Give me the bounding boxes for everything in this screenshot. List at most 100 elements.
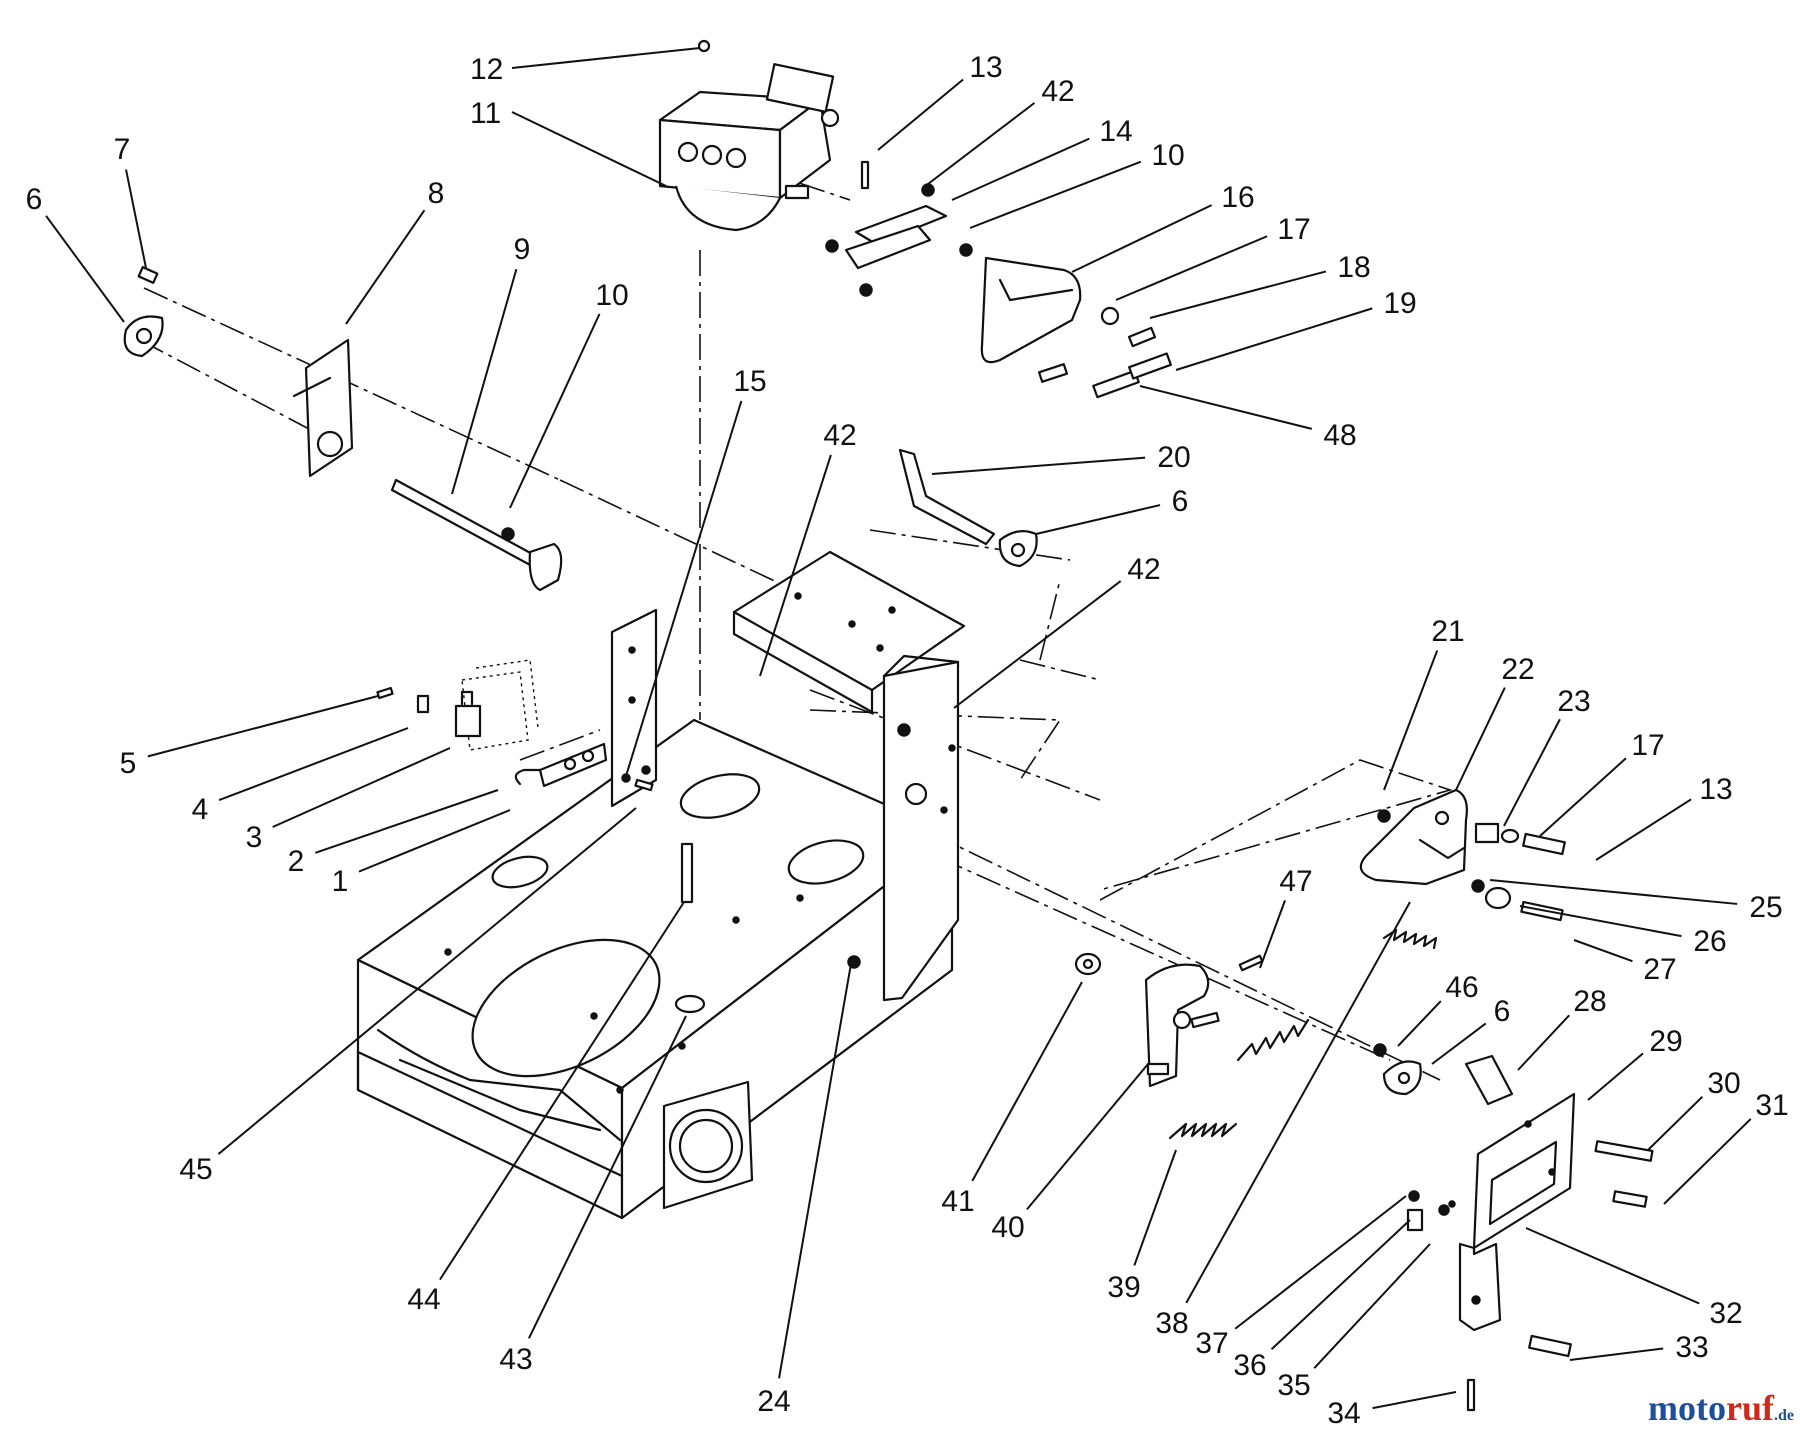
callout-c16: 16: [1071, 181, 1255, 273]
callout-label-c36: 36: [1233, 1349, 1266, 1382]
callout-c22: 22: [1455, 653, 1535, 791]
callout-c24: 24: [757, 957, 853, 1418]
callout-label-c10b: 10: [595, 279, 628, 312]
leader-line-c14: [951, 137, 1090, 201]
link-bracket-assembly: [825, 160, 1172, 399]
callout-label-c37: 37: [1195, 1327, 1228, 1360]
leader-line-c47: [1259, 900, 1286, 969]
leader-line-c44: [439, 901, 685, 1281]
leader-line-c12: [511, 47, 701, 69]
callout-c10b: 10: [509, 279, 629, 509]
leader-line-c29: [1587, 1052, 1644, 1101]
leader-line-c6b: [1035, 504, 1161, 535]
leader-line-c38: [1185, 901, 1411, 1304]
callout-label-c42b: 42: [823, 419, 856, 452]
callout-c10a: 10: [969, 139, 1185, 229]
leader-line-c43: [528, 1015, 687, 1339]
callout-c48: 48: [1139, 385, 1357, 452]
callout-label-c19: 19: [1383, 287, 1416, 320]
leader-line-c13a: [877, 78, 964, 151]
callout-c36: 36: [1233, 1219, 1411, 1382]
callout-label-c17b: 17: [1631, 729, 1664, 762]
callout-label-c30: 30: [1707, 1067, 1740, 1100]
main-frame: [356, 550, 966, 1220]
leader-line-c17a: [1115, 235, 1268, 301]
callout-c3: 3: [246, 747, 451, 854]
callout-label-c32: 32: [1709, 1297, 1742, 1330]
callout-c27: 27: [1573, 939, 1677, 986]
leader-line-c8: [345, 209, 426, 325]
right-lever-assembly: [1359, 788, 1566, 950]
callout-label-c21: 21: [1431, 615, 1464, 648]
leader-line-c46: [1397, 1000, 1442, 1047]
leader-line-c10a: [969, 160, 1142, 229]
callout-c13a: 13: [877, 51, 1003, 151]
callout-label-c43: 43: [499, 1343, 532, 1376]
callout-label-c47: 47: [1279, 865, 1312, 898]
callout-c1: 1: [332, 809, 511, 898]
callout-label-c5: 5: [120, 747, 137, 780]
callout-label-c9: 9: [514, 233, 531, 266]
callout-label-c4: 4: [192, 793, 209, 826]
callout-c39: 39: [1107, 1149, 1177, 1304]
callout-c9: 9: [451, 233, 531, 495]
leader-line-c48: [1139, 385, 1313, 430]
callout-c47: 47: [1259, 865, 1313, 969]
leader-line-c24: [778, 957, 853, 1379]
callout-label-c13b: 13: [1699, 773, 1732, 806]
leader-line-c37: [1234, 1195, 1407, 1330]
leader-line-c35: [1313, 1243, 1431, 1369]
callout-label-c45: 45: [179, 1153, 212, 1186]
callout-label-c22: 22: [1501, 653, 1534, 686]
watermark-logo: motoruf.de: [1648, 1387, 1794, 1429]
callout-label-c18: 18: [1337, 251, 1370, 284]
leader-line-c30: [1647, 1095, 1704, 1151]
callout-c6b: 6: [1035, 485, 1188, 535]
callout-label-c27: 27: [1643, 953, 1676, 986]
callout-label-c44: 44: [407, 1283, 440, 1316]
callout-label-c8: 8: [428, 177, 445, 210]
callout-label-c46: 46: [1445, 971, 1478, 1004]
callout-label-c7: 7: [114, 133, 131, 166]
callout-c37: 37: [1195, 1195, 1407, 1360]
leader-line-c10b: [509, 313, 601, 509]
callout-c6a: 6: [26, 183, 125, 323]
callout-c44: 44: [407, 901, 685, 1316]
callout-label-c24: 24: [757, 1385, 790, 1418]
callout-c42c: 42: [953, 553, 1161, 709]
callout-label-c42c: 42: [1127, 553, 1160, 586]
callout-label-c26: 26: [1693, 925, 1726, 958]
callout-c8: 8: [345, 177, 445, 325]
callout-c42a: 42: [927, 75, 1075, 185]
callout-c7: 7: [114, 133, 147, 269]
callout-c30: 30: [1647, 1067, 1741, 1151]
leader-line-c39: [1133, 1149, 1177, 1266]
leader-line-c22: [1455, 687, 1506, 791]
control-box: [658, 39, 840, 232]
leader-line-c45: [217, 807, 637, 1155]
callout-label-c33: 33: [1675, 1331, 1708, 1364]
leader-line-c11: [511, 111, 667, 187]
callout-label-c20: 20: [1157, 441, 1190, 474]
leader-line-c2: [315, 789, 499, 854]
callout-c38: 38: [1155, 901, 1411, 1340]
callout-c14: 14: [951, 115, 1133, 201]
assembly-centerlines: [139, 169, 1453, 1081]
callout-c41: 41: [941, 981, 1083, 1218]
leader-line-c20: [931, 456, 1146, 475]
callout-label-c16: 16: [1221, 181, 1254, 214]
callout-label-c6c: 6: [1494, 995, 1511, 1028]
callout-c31: 31: [1663, 1089, 1789, 1205]
callout-c11: 11: [470, 97, 667, 187]
callout-c12: 12: [470, 47, 701, 86]
callout-label-c10a: 10: [1151, 139, 1184, 172]
callout-c25: 25: [1489, 879, 1783, 924]
leader-line-c19: [1175, 307, 1373, 371]
leader-line-c31: [1663, 1118, 1752, 1205]
callout-label-c25: 25: [1749, 891, 1782, 924]
callout-c13b: 13: [1595, 773, 1733, 861]
leader-line-c40: [1026, 1063, 1149, 1210]
callout-c40: 40: [991, 1063, 1149, 1244]
